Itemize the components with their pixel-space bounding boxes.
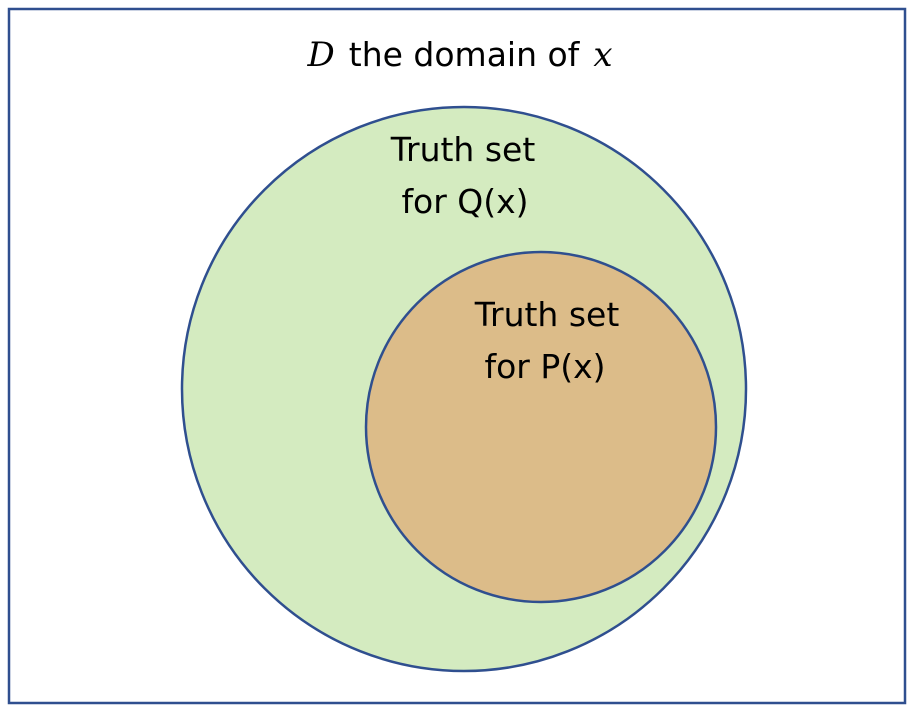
domain-title-text: the domain of [349, 35, 581, 74]
domain-title: D the domain of x [307, 35, 613, 75]
truth-set-p-label-line1: Truth set [474, 295, 620, 334]
domain-title-variable-x: x [593, 35, 612, 75]
truth-set-q-label-line2: for Q(x) [401, 182, 528, 221]
truth-set-q-label-line1: Truth set [390, 130, 536, 169]
truth-set-p-label-line2: for P(x) [484, 347, 605, 386]
truth-set-p-circle [364, 250, 718, 604]
domain-title-variable: D [307, 35, 335, 75]
